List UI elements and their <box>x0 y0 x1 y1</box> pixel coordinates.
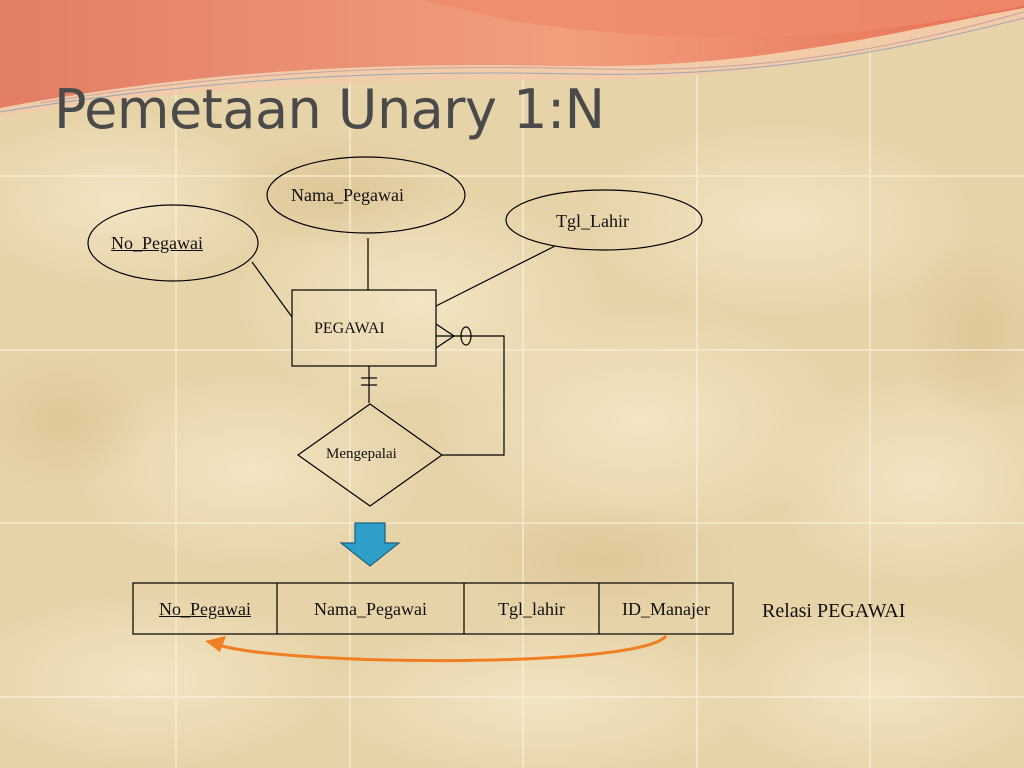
relation-column-label: Nama_Pegawai <box>314 599 427 619</box>
attribute-birthdate-label: Tgl_Lahir <box>556 211 629 231</box>
relation-column-nama-pegawai: Nama_Pegawai <box>277 583 464 634</box>
connector-pk-attribute <box>251 261 293 318</box>
relation-column-id-manajer: ID_Manajer <box>599 583 733 634</box>
relationship-label: Mengepalai <box>326 446 397 462</box>
attribute-name-label: Nama_Pegawai <box>291 185 404 205</box>
top-wave-decoration <box>0 0 1024 116</box>
relation-column-label: Tgl_lahir <box>498 599 565 619</box>
attribute-name <box>266 156 466 234</box>
recursive-connector <box>436 335 505 456</box>
relation-column-tgl-lahir: Tgl_lahir <box>464 583 599 634</box>
slide-title: Pemetaan Unary 1:N <box>54 78 605 141</box>
relation-column-label: ID_Manajer <box>622 599 710 619</box>
relationship-diamond <box>296 403 444 507</box>
entity-label: PEGAWAI <box>314 320 385 337</box>
attribute-pk <box>87 204 259 282</box>
attribute-pk-label: No_Pegawai <box>111 233 203 253</box>
relation-column-no-pegawai: No_Pegawai <box>133 583 277 634</box>
cardinality-zero-or-many <box>435 323 472 349</box>
relation-caption: Relasi PEGAWAI <box>762 600 906 622</box>
relation-table <box>132 582 734 635</box>
entity-box <box>291 289 437 367</box>
relation-column-label: No_Pegawai <box>159 599 251 619</box>
attribute-birthdate <box>505 189 703 251</box>
connector-birthdate-attribute <box>435 245 556 307</box>
cardinality-one-and-only-one <box>361 377 377 386</box>
down-arrow-icon <box>339 522 401 567</box>
curved-arrow-icon <box>205 634 668 663</box>
